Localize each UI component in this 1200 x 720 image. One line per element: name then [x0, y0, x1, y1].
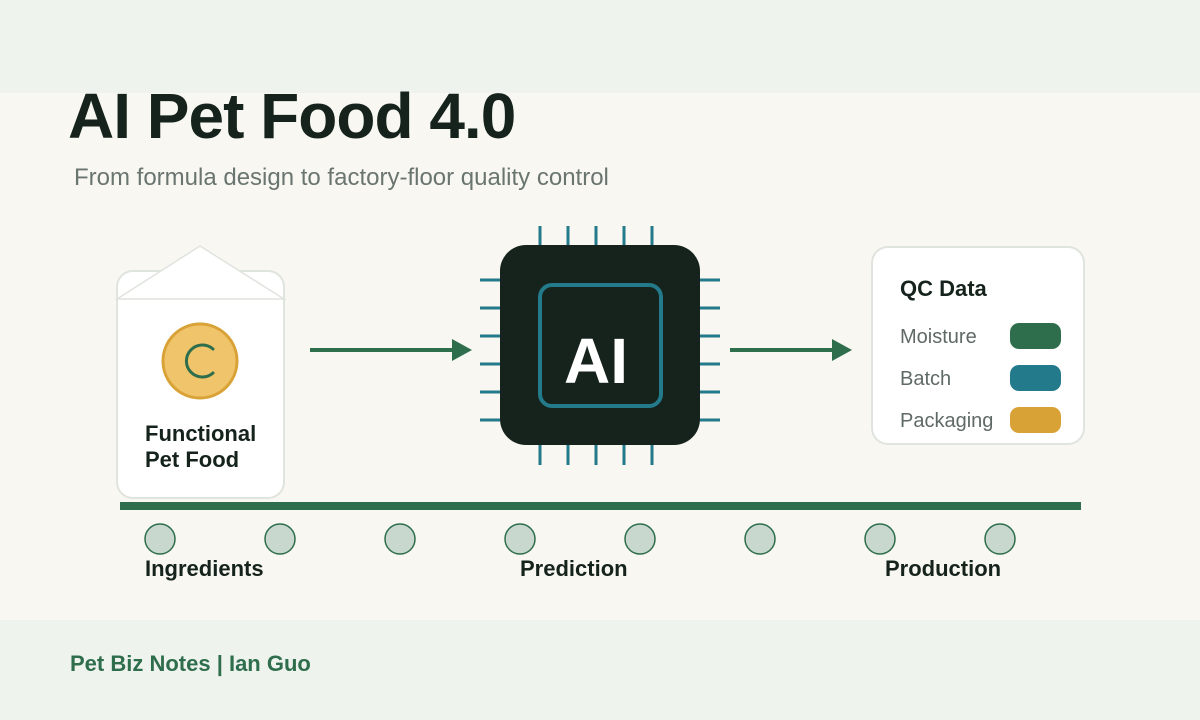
- footer-credit: Pet Biz Notes | Ian Guo: [70, 651, 311, 676]
- page-subtitle: From formula design to factory-floor qua…: [74, 164, 609, 191]
- qc-panel-card: [871, 246, 1085, 445]
- pet-food-bag: Functional Pet Food: [114, 245, 287, 499]
- conveyor-roller: [384, 523, 416, 555]
- header-band: [0, 0, 1200, 93]
- conveyor-roller: [744, 523, 776, 555]
- conveyor-belt: [120, 502, 1081, 555]
- conveyor-roller: [264, 523, 296, 555]
- arrow-right-icon: [730, 339, 852, 361]
- page-title: AI Pet Food 4.0: [68, 80, 516, 152]
- footer-band: [0, 620, 1200, 720]
- qc-row-label: Packaging: [900, 410, 993, 432]
- conveyor-roller: [864, 523, 896, 555]
- qc-status-pill: [1010, 365, 1061, 391]
- chip-core: [538, 283, 663, 408]
- bag-label-line2: Pet Food: [145, 447, 239, 472]
- qc-status-pill: [1010, 323, 1061, 349]
- stage-label-prediction: Prediction: [520, 556, 628, 581]
- qc-panel-title: QC Data: [900, 276, 988, 301]
- stage-label-ingredients: Ingredients: [145, 556, 264, 581]
- chip-label: AI: [564, 325, 628, 397]
- chip-pins: [480, 226, 720, 465]
- qc-row-label: Batch: [900, 368, 951, 390]
- qc-row-label: Moisture: [900, 326, 977, 348]
- arrow-right-icon: [310, 339, 472, 361]
- qc-status-pill: [1010, 407, 1061, 433]
- ai-chip-icon: AI: [480, 226, 720, 465]
- conveyor-roller: [504, 523, 536, 555]
- conveyor-rail: [120, 502, 1081, 510]
- kibble-icon: [161, 322, 239, 400]
- bag-top-fold: [114, 245, 287, 300]
- conveyor-roller: [624, 523, 656, 555]
- conveyor-roller: [144, 523, 176, 555]
- bag-label-line1: Functional: [145, 421, 256, 446]
- conveyor-rollers: [144, 523, 1016, 555]
- conveyor-roller: [984, 523, 1016, 555]
- chip-body: [500, 245, 700, 445]
- stage-label-production: Production: [885, 556, 1001, 581]
